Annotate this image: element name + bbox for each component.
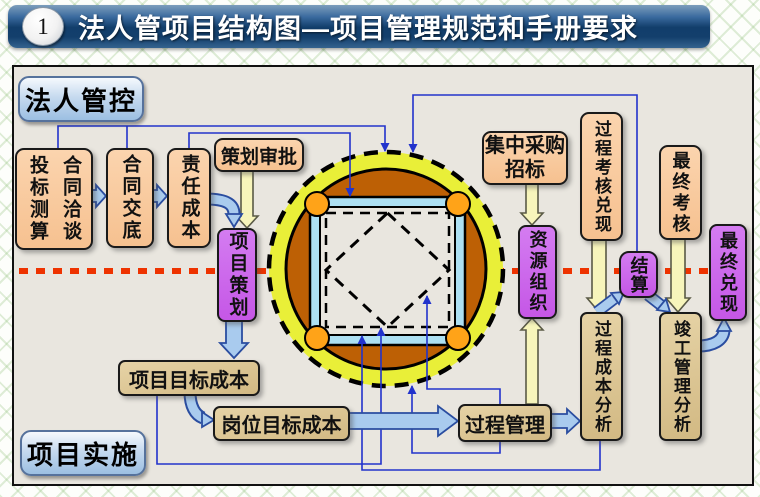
post-target-label: 岗位目标成本: [221, 415, 342, 437]
central-purchase-label: 集中采购招标: [485, 135, 565, 181]
final-cash-label: 最终兑现: [718, 230, 738, 315]
box-plan-review: 策划审批: [214, 138, 304, 172]
box-process-management: 过程管理: [458, 404, 552, 442]
box-final-cash: 最终兑现: [709, 224, 747, 321]
thin-connectors: [57, 94, 638, 471]
box-process-check: 过程考核兑现: [580, 112, 623, 241]
box-post-target-cost: 岗位目标成本: [213, 406, 350, 441]
box-final-check: 最终考核: [659, 145, 702, 240]
final-check-label: 最终考核: [670, 150, 691, 235]
resource-org-label: 资源组织: [527, 230, 548, 314]
process-cost-label: 过程成本分析: [592, 319, 611, 434]
process-check-label: 过程考核兑现: [592, 119, 611, 234]
zone-label-corporate-control: 法人管控: [18, 76, 144, 122]
box-contract-brief: 合同交底: [106, 148, 154, 248]
contract-talk-label: 合同洽谈: [60, 155, 81, 243]
page-title: 法人管项目结构图—项目管理规范和手册要求: [78, 14, 638, 44]
settlement-label: 结算: [628, 255, 649, 294]
completion-label: 竣工管理分析: [671, 319, 690, 434]
box-settlement: 结算: [619, 251, 658, 298]
corner-column-icons: [304, 191, 471, 351]
box-central-purchase: 集中采购招标: [482, 131, 568, 185]
box-duty-cost: 责任成本: [167, 148, 211, 248]
building-circle-symbol: [266, 149, 506, 389]
box-completion-analysis: 竣工管理分析: [659, 312, 702, 441]
contract-brief-label: 合同交底: [119, 154, 141, 242]
bid-measure-label: 投标测算: [27, 155, 48, 243]
duty-cost-label: 责任成本: [178, 154, 200, 242]
zone-label-project-implementation: 项目实施: [20, 430, 146, 476]
title-bar: 1 法人管项目结构图—项目管理规范和手册要求: [8, 5, 710, 48]
box-resource-org: 资源组织: [518, 225, 557, 319]
box-project-plan: 项目策划: [217, 228, 257, 322]
box-project-target-cost: 项目目标成本: [118, 360, 260, 396]
yellow-arrows: [234, 167, 692, 405]
number-badge: 1: [22, 7, 64, 46]
plan-review-label: 策划审批: [220, 146, 297, 168]
box-process-cost-analysis: 过程成本分析: [580, 312, 623, 441]
box-bid-and-contract: 投标测算 合同洽谈: [15, 148, 93, 250]
project-plan-label: 项目策划: [226, 231, 248, 319]
project-target-label: 项目目标成本: [129, 369, 249, 392]
process-mgmt-label: 过程管理: [465, 414, 545, 437]
